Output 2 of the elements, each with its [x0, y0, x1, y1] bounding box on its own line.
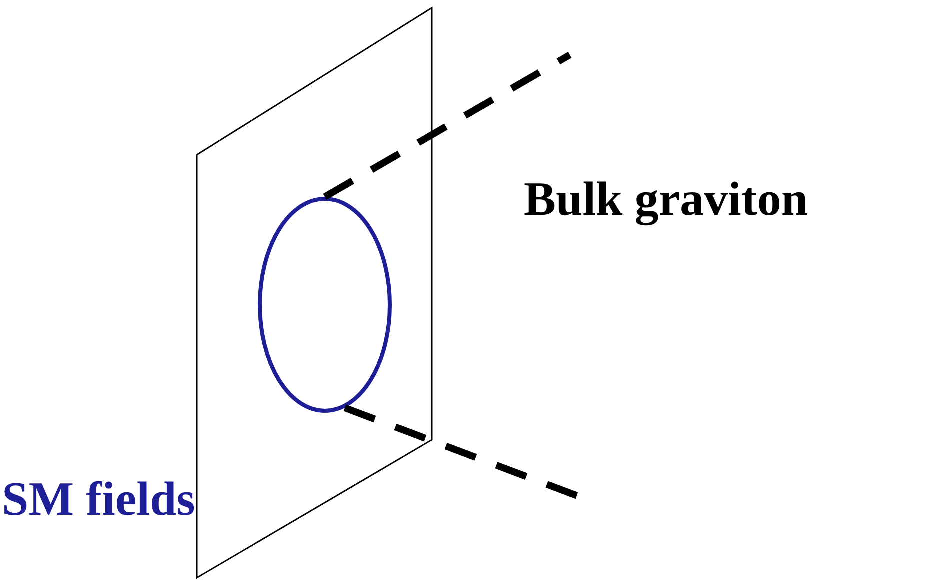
text-label: Bulk graviton [524, 176, 808, 224]
text-label: SM fields [2, 476, 196, 524]
